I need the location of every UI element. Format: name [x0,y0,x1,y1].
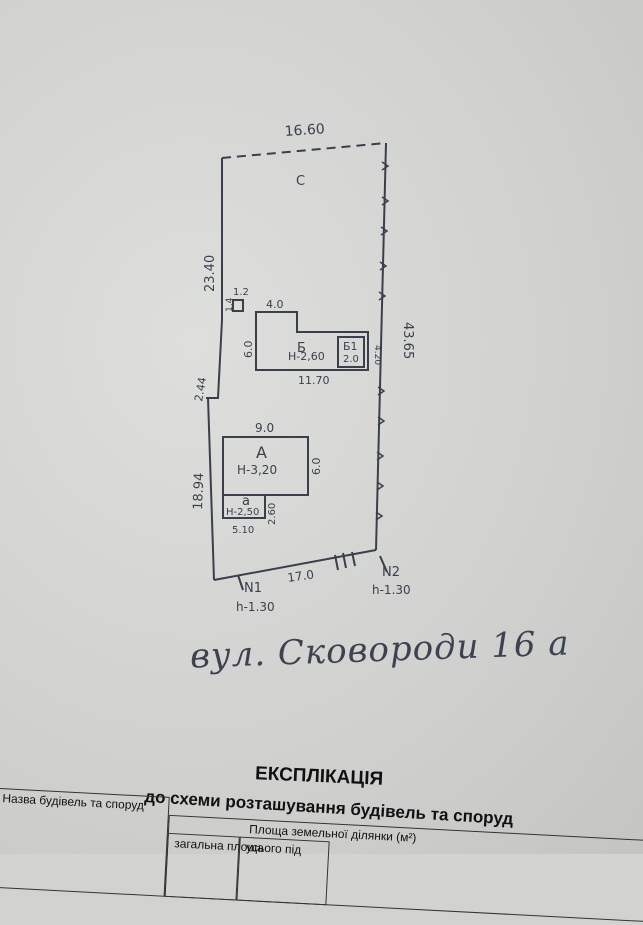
lot-left-jog [206,319,223,399]
n2-marker [379,555,388,573]
point-n2-label: N2 [382,565,400,580]
fence-ticks [375,161,390,521]
right-side-label: 43.65 [400,322,415,359]
shed-width-label: 1.2 [233,287,249,298]
point-n1-elev: h-1.30 [236,600,275,614]
annex-b1-outline [337,336,365,368]
building-a-top-label: 9.0 [255,421,274,435]
annex-a-side-label: 2.60 [267,503,278,525]
top-width-label: 16.60 [284,121,325,140]
annex-b1-letter: Б1 [343,340,358,353]
left-upper-label: 23.40 [203,255,218,292]
col-all-header: усього під [245,839,302,857]
point-n2-elev: h-1.30 [372,583,411,597]
table-col-all: усього під [236,836,330,906]
annex-b1-depth: 4.20 [372,345,382,365]
yard-label: C [296,174,305,189]
shed-height-label: 1.4 [225,297,235,312]
building-a-side-label: 6.0 [310,458,323,476]
small-shed-outline [232,299,244,312]
table-col-name: Назва будівель та споруд [0,787,170,897]
building-b-letter: Б [297,341,306,356]
building-a-height: Н-3,20 [237,463,277,477]
building-b-side-label: 6.0 [242,341,255,359]
annex-b1-width: 2.0 [343,354,359,365]
gate-marks [334,551,356,571]
building-b-outline [255,311,369,371]
site-plan-drawing: 16.60 C 23.40 2.44 18.94 43.65 17.0 1.2 … [191,121,415,614]
n1-marker [237,574,244,591]
front-label: 17.0 [286,567,314,585]
col-name-header: Назва будівель та споруд [2,791,145,813]
paper-sheet [0,0,643,854]
annex-a-height: Н-2,50 [226,507,259,518]
point-n1-label: N1 [244,581,262,596]
building-b-bottom-label: 11.70 [298,374,330,387]
lot-top-boundary [221,142,387,159]
left-jog-label: 2.44 [192,376,209,402]
lot-front-boundary [213,549,377,581]
annex-a-bottom-label: 5.10 [232,525,254,536]
annex-a-letter: а [242,494,250,509]
lot-left-lower-boundary [207,397,215,581]
annex-a-outline [222,494,266,519]
building-a-letter: А [256,443,267,462]
building-b-height: Н-2,60 [288,350,325,363]
building-b-top-label: 4.0 [266,298,284,311]
table-col-total: загальна площа [164,832,264,901]
left-lower-label: 18.94 [191,472,207,510]
